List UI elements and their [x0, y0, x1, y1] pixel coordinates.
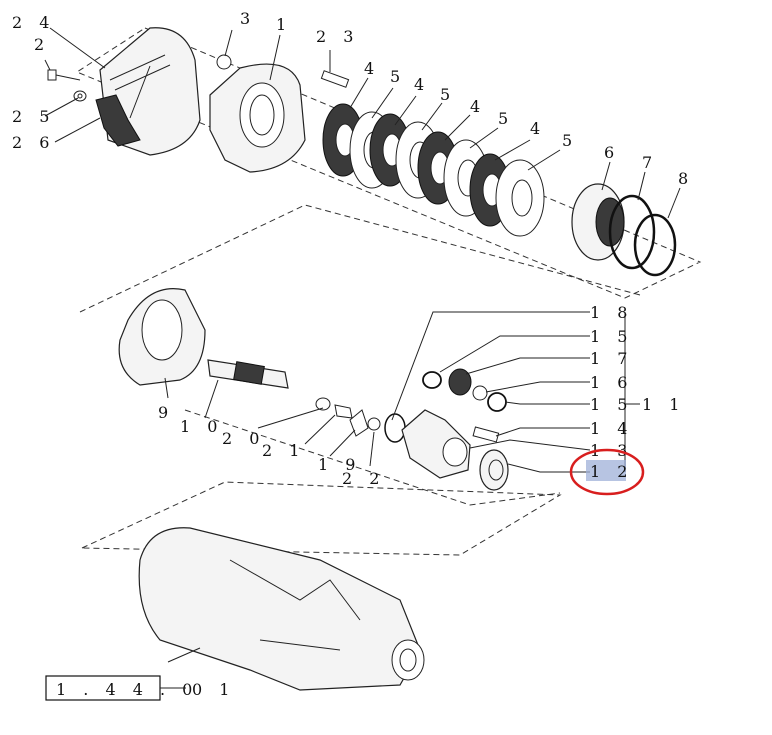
- callout-4c[interactable]: 4: [470, 97, 486, 116]
- callout-22[interactable]: 2 2: [342, 469, 385, 488]
- callout-3[interactable]: 3: [240, 9, 256, 28]
- callout-6[interactable]: 6: [604, 143, 620, 162]
- callout-14[interactable]: 1 4: [590, 419, 633, 438]
- callout-2[interactable]: 2: [34, 35, 50, 54]
- callout-16[interactable]: 1 6: [590, 373, 633, 392]
- selected-callout-circle: [569, 448, 645, 496]
- middle-assembly-frame: [79, 204, 641, 313]
- reference-box-label: 1 . 4 4 . 0: [56, 680, 198, 699]
- part-5-steel-disc-4[interactable]: [495, 159, 545, 237]
- callout-7[interactable]: 7: [642, 153, 658, 172]
- part-20-washer[interactable]: [315, 397, 331, 411]
- part-22-nut[interactable]: [367, 417, 381, 431]
- callout-5d[interactable]: 5: [562, 131, 578, 150]
- callout-15a[interactable]: 1 5: [590, 327, 633, 346]
- callout-20[interactable]: 2 0: [222, 429, 265, 448]
- part-10-pinion-shaft[interactable]: [207, 359, 289, 389]
- part-8-seal-ring[interactable]: [633, 213, 677, 277]
- callout-21[interactable]: 2 1: [262, 441, 305, 460]
- callout-19[interactable]: 1 9: [318, 455, 361, 474]
- callout-24[interactable]: 2 4: [12, 13, 55, 32]
- part-6-piston[interactable]: [571, 183, 625, 261]
- part-15-ring-2[interactable]: [487, 392, 507, 412]
- callout-4a[interactable]: 4: [364, 59, 380, 78]
- callout-5b[interactable]: 5: [440, 85, 456, 104]
- callout-26[interactable]: 2 6: [12, 133, 55, 152]
- part-14-pin[interactable]: [472, 426, 500, 443]
- callout-8[interactable]: 8: [678, 169, 694, 188]
- part-16-washer[interactable]: [472, 385, 488, 401]
- part-23-pin[interactable]: [320, 70, 350, 88]
- callout-5a[interactable]: 5: [390, 67, 406, 86]
- part-18-circlip[interactable]: [384, 413, 406, 443]
- callout-4d[interactable]: 4: [530, 119, 546, 138]
- part-12-gear[interactable]: [479, 449, 509, 491]
- callout-12-highlight: [586, 460, 626, 481]
- part-7-seal-ring[interactable]: [608, 194, 656, 270]
- lower-assembly-frame: [81, 481, 562, 556]
- part-15-ring[interactable]: [422, 371, 442, 389]
- part-axle-housing[interactable]: [138, 527, 425, 691]
- callout-9[interactable]: 9: [158, 403, 174, 422]
- part-differential-case[interactable]: [401, 409, 471, 479]
- reference-box[interactable]: 1 . 4 4 . 0 0 1: [45, 675, 235, 701]
- callout-17[interactable]: 1 7: [590, 349, 633, 368]
- part-26-bracket[interactable]: [95, 94, 141, 147]
- callout-11[interactable]: 1 1: [642, 395, 685, 414]
- part-9-crown-wheel[interactable]: [118, 288, 206, 386]
- leader-lines: [44, 27, 681, 663]
- callout-23[interactable]: 2 3: [316, 27, 359, 46]
- part-2-bolt[interactable]: [47, 69, 81, 81]
- callout-4b[interactable]: 4: [414, 75, 430, 94]
- part-17-bearing[interactable]: [448, 368, 472, 396]
- part-21-shim[interactable]: [334, 404, 353, 419]
- callout-1[interactable]: 1: [276, 15, 292, 34]
- reference-box-suffix: 0 1: [192, 680, 235, 699]
- callout-15b[interactable]: 1 5: [590, 395, 633, 414]
- callout-12[interactable]: 1 2: [590, 462, 633, 481]
- callout-10[interactable]: 1 0: [180, 417, 223, 436]
- part-3-nut[interactable]: [216, 54, 232, 70]
- callout-25[interactable]: 2 5: [12, 107, 55, 126]
- part-1-housing[interactable]: [209, 63, 306, 173]
- middle-assembly-frame-bottom: [184, 409, 561, 506]
- callout-5c[interactable]: 5: [498, 109, 514, 128]
- callout-18[interactable]: 1 8: [590, 303, 633, 322]
- callout-labels: 2 4 2 2 5 2 6 3 1 2 3 4 5 4 5 4 5 4 5 6 …: [12, 9, 694, 496]
